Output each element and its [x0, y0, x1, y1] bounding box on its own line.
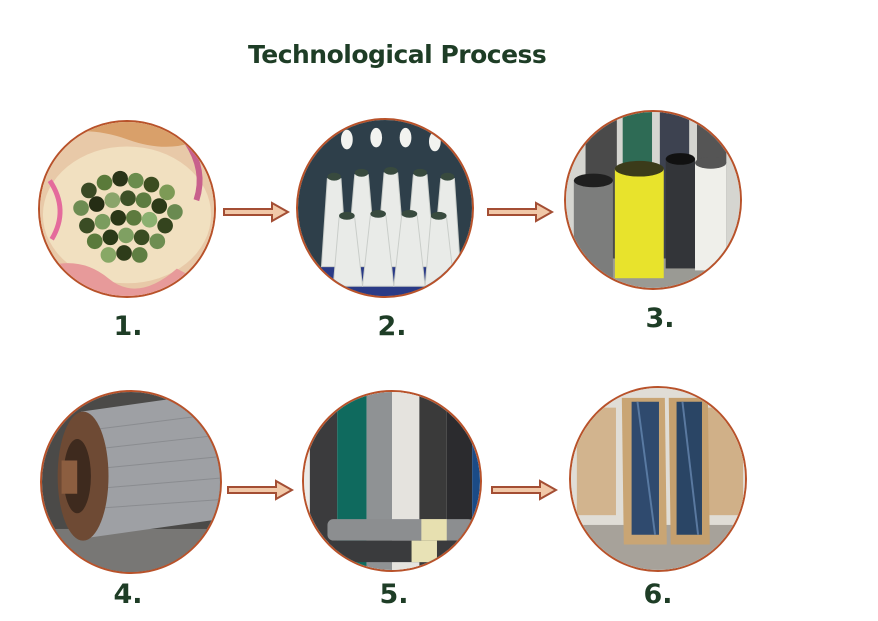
step-1-image	[38, 120, 216, 298]
screen-mesh-rolls-photo	[304, 392, 480, 570]
step-5-number: 5.	[379, 579, 409, 610]
step-2-number: 2.	[377, 311, 407, 342]
step-6-number: 6.	[643, 579, 673, 610]
glass-marbles-photo	[40, 122, 214, 296]
white-yarn-bobbins-photo	[298, 120, 472, 296]
step-4-image	[40, 390, 222, 574]
colored-yarn-spools-photo	[566, 112, 740, 288]
step-3-image	[564, 110, 742, 290]
packed-cartons-photo	[571, 388, 745, 570]
arrow-right-icon	[222, 200, 290, 224]
mesh-weaving-roller-photo	[42, 392, 220, 572]
step-5-image	[302, 390, 482, 572]
step-4-number: 4.	[113, 579, 143, 610]
page-title: Technological Process	[248, 40, 547, 69]
arrow-right-icon	[486, 200, 554, 224]
step-2-image	[296, 118, 474, 298]
arrow-right-icon	[226, 478, 294, 502]
arrow-right-icon	[490, 478, 558, 502]
step-6-image	[569, 386, 747, 572]
step-1-number: 1.	[113, 311, 143, 342]
step-3-number: 3.	[645, 303, 675, 334]
